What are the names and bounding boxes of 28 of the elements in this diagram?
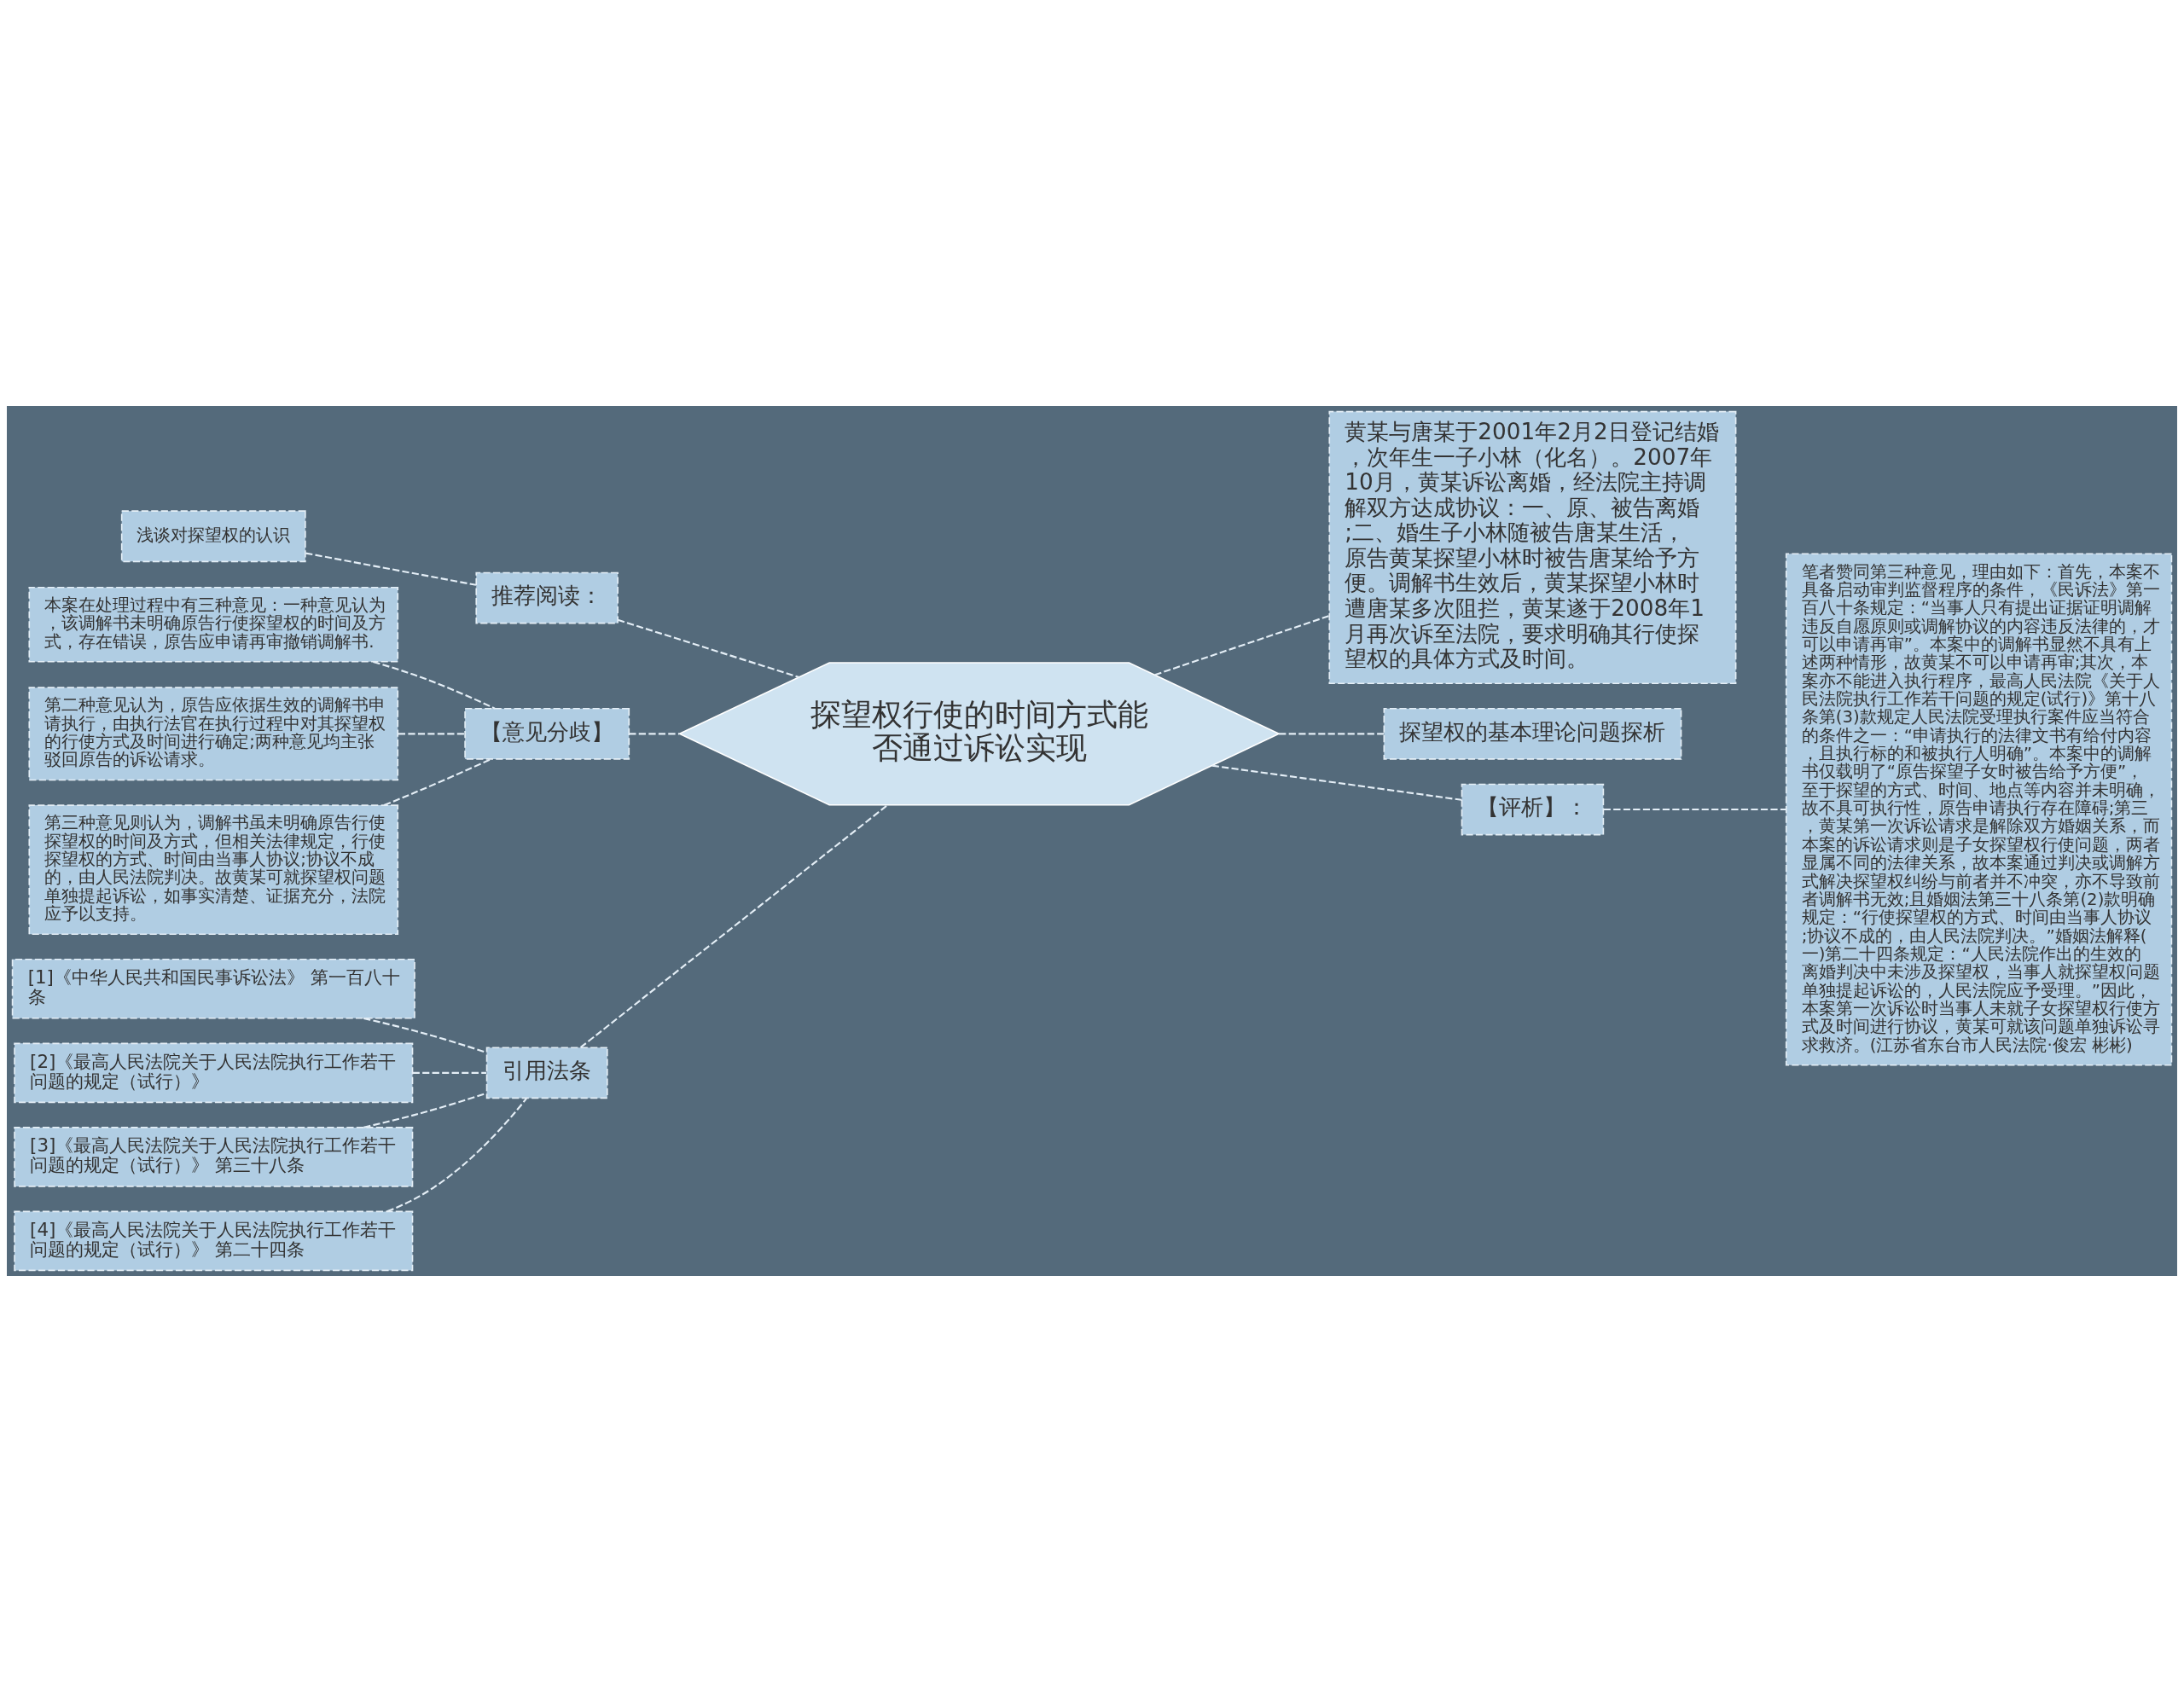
node-box: [2]《最高人民法院关于人民法院执行工作若干问题的规定（试行）》	[14, 1042, 414, 1104]
node-box: [3]《最高人民法院关于人民法院执行工作若干问题的规定（试行）》 第三十八条	[14, 1127, 414, 1187]
connector	[373, 660, 496, 710]
connector	[412, 1071, 487, 1074]
node-box: 笔者赞同第三种意见，理由如下：首先，本案不具备启动审判监督程序的条件，《民诉法》第一百八十条规定：“当事人只有提出证据证明调解违反自愿原则或调解协议的内容违反法律的，才可以申请再审”。本案中的调解书显然不具有上述两种情形，故黄某不可以申请再审;其次，本案亦不能进入执行程序，最高人民法院《关于人民法院执行工作若干问题的规定(试行)》第十八条第(3)款规定人民法院受理执行案件应当符合的条件之一：“申请执行的法律文书有给付内容，且执行标的和被执行人明确”。本案中的调解书仅载明了“原告探望子女时被告给予方便”，至于探望的方式、时间、地点等内容并未明确，故不具可执行性，原告申请执行存在障碍;第三，黄某第一次诉讼请求是解除双方婚姻关系，而本案的诉讼请求则是子女探望权行使问题，两者显属不同的法律关系，故本案通过判决或调解方式解决探望权纠纷与前者并不冲突，亦不导致前者调解书无效;且婚姻法第三十八条第(2)款明确规定：“行使探望权的方式、时间由当事人协议;协议不成的，由人民法院判决。”婚姻法解释(一)第二十四条规定：“人民法院作出的生效的离婚判决中未涉及探望权，当事人就探望权问题单独提起诉讼的，人民法院应予受理。”因此，本案第一次诉讼时当事人未就子女探望权行使方式及时间进行协议，黄某可就该问题单独诉讼寻求救济。(江苏省东台市人民法院·俊宏 彬彬)	[1785, 553, 2173, 1066]
node-box: [1]《中华人民共和国民事诉讼法》 第一百八十条	[11, 958, 415, 1019]
node-box: 【意见分歧】	[464, 707, 630, 760]
node-box: 引用法条	[485, 1047, 608, 1099]
connector	[580, 803, 889, 1048]
node-box: 第二种意见认为，原告应依据生效的调解书申请执行，由执行法官在执行过程中对其探望权的行使方式及时间进行确定;两种意见均主张驳回原告的诉讼请求。	[28, 687, 399, 781]
connector	[1211, 764, 1462, 801]
connector	[1279, 733, 1385, 735]
node-box: 【评析】：	[1461, 783, 1605, 836]
connector	[1154, 615, 1330, 676]
connector	[305, 552, 477, 586]
node-box: 本案在处理过程中有三种意见：一种意见认为，该调解书未明确原告行使探望权的时间及方式，存在错误，原告应申请再审撤销调解书.	[28, 586, 399, 663]
node-box: 第三种意见则认为，调解书虽未明确原告行使探望权的时间及方式，但相关法律规定，行使探望权的方式、时间由当事人协议;协议不成的，由人民法院判决。故黄某可就探望权问题单独提起诉讼，如事实清楚、证据充分，法院应予以支持。	[28, 804, 399, 936]
node-box: 黄某与唐某于2001年2月2日登记结婚，次年生一子小林（化名）。2007年10月，黄某诉讼离婚，经法院主持调解双方达成协议：一、原、被告离婚;二、婚生子小林随被告唐某生活，原告黄某探望小林时被告唐某给予方便。调解书生效后，黄某探望小林时遭唐某多次阻拦，黄某遂于2008年1月再次诉至法院，要求明确其行使探望权的具体方式及时间。	[1328, 410, 1737, 685]
node-box: 探望权的基本理论问题探析	[1383, 707, 1682, 760]
node-box: 浅谈对探望权的认识	[120, 510, 306, 563]
node-box: 推荐阅读：	[475, 571, 619, 624]
connector	[386, 1098, 527, 1213]
connector	[1603, 808, 1786, 811]
node-box: [4]《最高人民法院关于人民法院执行工作若干问题的规定（试行）》 第二十四条	[14, 1210, 414, 1272]
connector	[398, 733, 466, 735]
connector	[629, 733, 680, 735]
connector	[383, 758, 492, 806]
connector	[617, 618, 799, 678]
